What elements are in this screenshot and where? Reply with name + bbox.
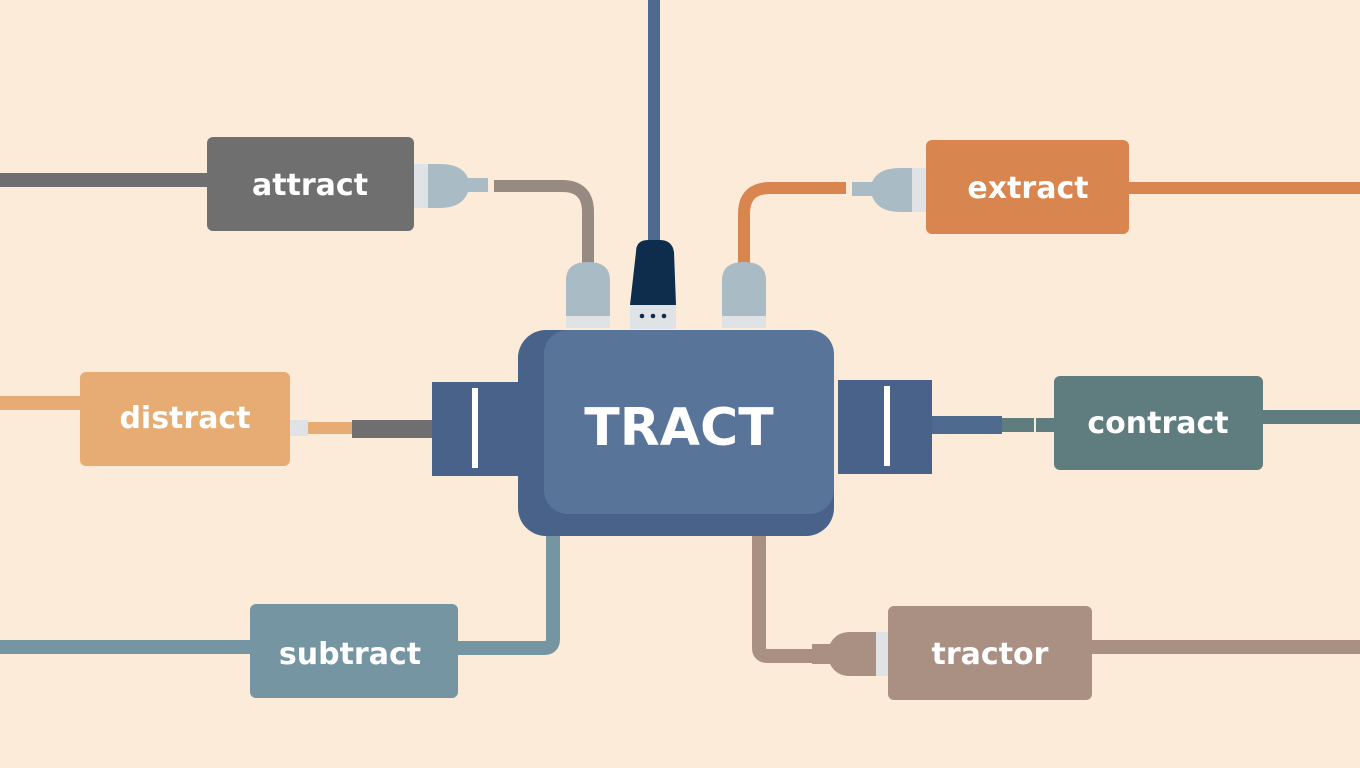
node-label: subtract — [279, 637, 421, 672]
node-subtract: subtract — [250, 604, 458, 698]
node-tractor: tractor — [888, 606, 1092, 700]
node-extract: extract — [926, 140, 1129, 234]
hub-label: TRACT — [584, 398, 774, 458]
node-contract: contract — [1054, 376, 1263, 470]
node-label: contract — [1087, 406, 1228, 441]
hub-tract: TRACT — [518, 330, 834, 536]
node-attract: attract — [207, 137, 414, 231]
subtract-cable — [0, 530, 560, 655]
node-label: extract — [967, 171, 1088, 206]
distract-cable — [0, 396, 434, 438]
node-distract: distract — [80, 372, 290, 466]
node-label: tractor — [932, 637, 1049, 672]
attract-cable — [0, 164, 610, 328]
contract-cable — [930, 410, 1360, 434]
extract-cable — [722, 168, 1360, 328]
node-label: attract — [252, 168, 368, 203]
tractor-cable — [752, 530, 1360, 676]
top-cable — [630, 0, 676, 329]
hub-left-port — [432, 382, 522, 476]
hub-right-port — [838, 380, 932, 474]
node-label: distract — [119, 401, 250, 436]
